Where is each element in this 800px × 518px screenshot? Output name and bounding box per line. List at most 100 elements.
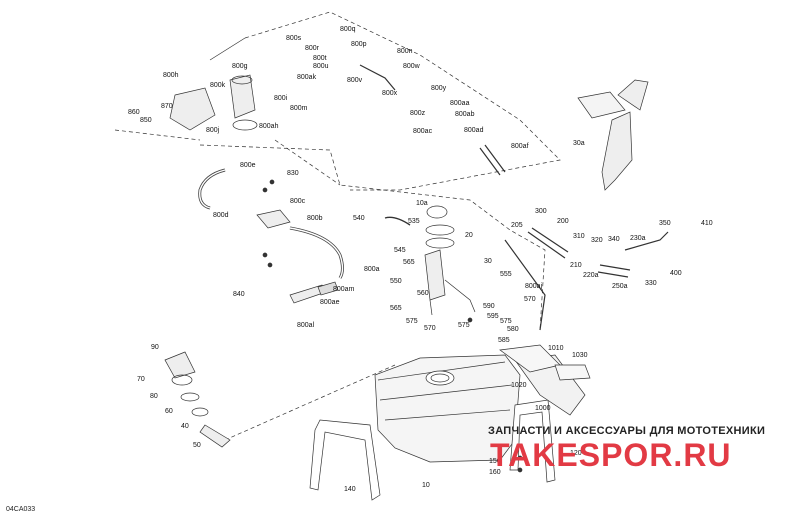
callout-label: 800p — [351, 41, 367, 48]
callout-label: 800q — [340, 26, 356, 33]
callout-label: 800d — [213, 212, 229, 219]
callout-label: 585 — [498, 337, 510, 344]
callout-label: 800af — [511, 143, 529, 150]
callout-label: 800i — [274, 95, 288, 102]
callout-label: 400 — [670, 270, 682, 277]
callout-label: 800ah — [259, 123, 279, 130]
watermark-logo: TAKESPOR.RU — [490, 437, 732, 473]
fuel-pump — [424, 249, 446, 301]
callout-label: 840 — [233, 291, 245, 298]
callout-label: 800w — [403, 63, 420, 70]
callout-label: 80 — [150, 393, 158, 400]
callout-label: 560 — [417, 290, 429, 297]
callout-label: 800n — [397, 48, 413, 55]
callout-label: 570 — [524, 296, 536, 303]
callout-label: 310 — [573, 233, 585, 240]
callout-label: 10a — [416, 200, 428, 207]
callout-label: 20 — [465, 232, 473, 239]
fuel-line — [504, 239, 546, 331]
callout-label: 205 — [511, 222, 523, 229]
callout-label: 800e — [240, 162, 256, 169]
callout-label: 1030 — [572, 352, 588, 359]
callout-label: 1010 — [548, 345, 564, 352]
callout-label: 535 — [408, 218, 420, 225]
callout-label: 220a — [583, 272, 599, 279]
tank-strap-left — [309, 419, 381, 501]
callout-label: 800v — [347, 77, 363, 84]
callout-label: 150 — [489, 458, 501, 465]
tank-strap-right — [509, 399, 556, 483]
callout-label: 800y — [431, 85, 447, 92]
callout-label: 800ab — [455, 111, 475, 118]
callout-label: 830 — [287, 170, 299, 177]
callout-label: 60 — [165, 408, 173, 415]
callout-label: 320 — [591, 237, 603, 244]
callout-label: 590 — [483, 303, 495, 310]
fuel-pump-module — [169, 87, 216, 131]
callout-label: 800am — [333, 286, 355, 293]
callout-label: 565 — [403, 259, 415, 266]
callout-label: 800h — [163, 72, 179, 79]
callout-label: 350 — [659, 220, 671, 227]
callout-label: 800s — [286, 35, 302, 42]
callout-label: 10 — [422, 482, 430, 489]
fuel-tank — [374, 354, 521, 463]
callout-label: 800g — [232, 63, 248, 70]
callout-label: 50 — [193, 442, 201, 449]
callout-label: 850 — [140, 117, 152, 124]
diagram-code: 04CA033 — [6, 506, 36, 513]
callout-label: 800m — [290, 105, 308, 112]
callout-label: 800ad — [464, 127, 484, 134]
callout-label: 575 — [406, 318, 418, 325]
callout-label: 565 — [390, 305, 402, 312]
canister — [256, 209, 291, 229]
callout-label: 230a — [630, 235, 646, 242]
callout-label: 140 — [344, 486, 356, 493]
filler-neck — [164, 351, 196, 379]
callout-label: 800a — [364, 266, 380, 273]
callout-label: 555 — [500, 271, 512, 278]
callout-label: 870 — [161, 103, 173, 110]
callout-label: 575 — [500, 318, 512, 325]
callout-label: 550 — [390, 278, 402, 285]
callout-label: 410 — [701, 220, 713, 227]
callout-label: 800c — [290, 198, 306, 205]
callout-label: 800x — [382, 90, 398, 97]
watermark-tagline: ЗАПЧАСТИ И АКСЕССУАРЫ ДЛЯ МОТОТЕХНИКИ — [488, 425, 766, 437]
callout-label: 545 — [394, 247, 406, 254]
leader-dashed — [224, 364, 396, 441]
callout-label: 70 — [137, 376, 145, 383]
callout-label: 540 — [353, 215, 365, 222]
callout-label: 800al — [297, 322, 315, 329]
callout-label: 800b — [307, 215, 323, 222]
seat-panel — [577, 91, 626, 119]
callout-label: 330 — [645, 280, 657, 287]
callout-label: 800ae — [320, 299, 340, 306]
callout-label: 210 — [570, 262, 582, 269]
fuel-cap — [425, 370, 455, 386]
callout-label: 595 — [487, 313, 499, 320]
callout-label: 800u — [313, 63, 329, 70]
callout-label: 800aj — [525, 283, 543, 290]
callout-label: 570 — [424, 325, 436, 332]
callout-label: 40 — [181, 423, 189, 430]
callout-label: 250a — [612, 283, 628, 290]
callout-label: 800j — [206, 127, 220, 134]
callout-label: 30 — [484, 258, 492, 265]
upper-dashed-region — [244, 11, 561, 191]
callout-label: 200 — [557, 218, 569, 225]
callout-label: 800aa — [450, 100, 470, 107]
callout-label: 860 — [128, 109, 140, 116]
callout-label: 340 — [608, 236, 620, 243]
callout-label: 580 — [507, 326, 519, 333]
callout-label: 800ac — [413, 128, 433, 135]
callout-label: 575 — [458, 322, 470, 329]
callout-label: 1000 — [535, 405, 551, 412]
callout-label: 30a — [573, 140, 585, 147]
middle-dashed-region — [199, 144, 546, 331]
callout-label: 800ak — [297, 74, 317, 81]
callout-label: 90 — [151, 344, 159, 351]
callout-label: 300 — [535, 208, 547, 215]
